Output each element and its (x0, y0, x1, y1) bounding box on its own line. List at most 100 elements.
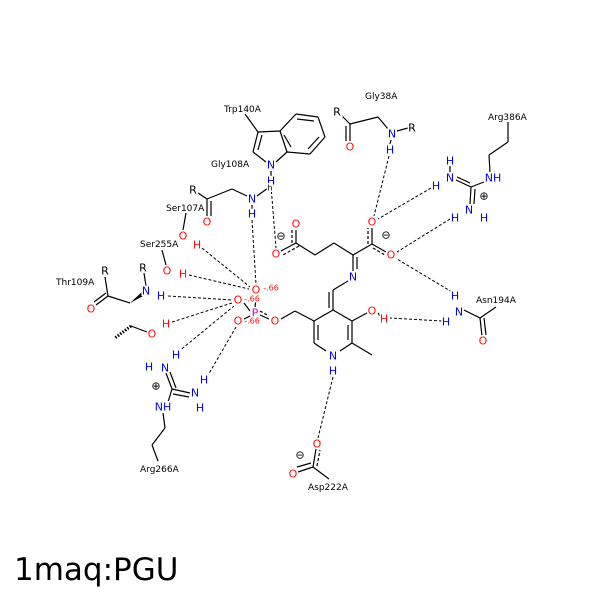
negative-charge-icon: ⊖ (381, 229, 390, 242)
bond (151, 444, 159, 462)
bond (296, 118, 315, 122)
bond (286, 151, 311, 155)
bond (469, 186, 472, 205)
bond (309, 136, 326, 155)
oxygen-atom: O (387, 249, 396, 262)
hydrogen-atom: H (432, 180, 440, 193)
hydrogen-bond-line (270, 185, 277, 249)
r-group: R (139, 262, 147, 275)
hydrogen-atom: H (380, 313, 388, 326)
hydrogen-bond-line (177, 305, 235, 353)
resonance-bond (372, 247, 386, 256)
hydrogen-atom: H (162, 318, 170, 331)
residue-label-ser255a: Ser255A (140, 240, 179, 250)
bond (312, 448, 317, 468)
bond (259, 314, 270, 320)
hydrogen-atom: H (179, 268, 187, 281)
hydrogen-atom: H (329, 365, 337, 378)
bond (332, 309, 353, 322)
bond (313, 309, 334, 322)
bond (351, 312, 368, 322)
partial-charge-label: -.66 (244, 317, 260, 326)
bond (275, 151, 288, 163)
oxygen-atom: O (271, 315, 280, 328)
r-group: R (408, 122, 416, 135)
hydrogen-atom: H (451, 290, 459, 303)
bond (456, 176, 471, 184)
bond (479, 306, 497, 319)
bond (167, 388, 173, 403)
nitrogen-atom: NH (485, 172, 502, 185)
bond (455, 179, 472, 188)
hydrogen-bond-line (201, 247, 251, 288)
oxygen-atom: O (368, 216, 377, 229)
bond (243, 302, 251, 312)
nitrogen-atom: N (388, 128, 396, 141)
bond (279, 113, 297, 132)
hydrogen-bond-line (251, 219, 257, 285)
bond (371, 243, 387, 253)
residue-label-arg266a: Arg266A (140, 465, 180, 475)
oxygen-atom: O (234, 294, 243, 307)
bond (104, 276, 109, 297)
positive-charge-icon: ⊕ (479, 190, 488, 203)
bond (483, 317, 487, 336)
bond (280, 242, 297, 252)
bond (307, 136, 320, 150)
residue-labels: Trp140A Gly38A Arg386A Gly108A Ser107A S… (55, 92, 528, 493)
bond (257, 130, 281, 133)
bond (172, 393, 190, 398)
residue-label-asn194a: Asn194A (476, 296, 517, 306)
bond (332, 280, 349, 291)
bond (231, 188, 248, 197)
hydrogen-atom: H (193, 239, 201, 252)
hydrogen-atom: h (267, 184, 272, 193)
hashed-bond (114, 324, 132, 340)
hydrogen-bond-line (317, 376, 334, 439)
residue-label-asp222a: Asp222A (308, 483, 349, 493)
bond (162, 412, 166, 429)
bond (252, 131, 259, 153)
bond (254, 295, 257, 309)
bond (396, 127, 409, 132)
positive-charge-icon: ⊕ (151, 380, 160, 393)
page-title: 1maq:PGU (14, 552, 179, 588)
bond (479, 317, 483, 337)
hydrogen-atom: H (480, 212, 488, 225)
partial-charge-label: -.66 (263, 284, 279, 293)
resonance-bond (316, 449, 321, 467)
oxygen-atom: O (289, 468, 298, 481)
bond (161, 249, 167, 266)
bond (389, 139, 392, 145)
nitrogen-atom: N (446, 172, 454, 185)
r-group: R (333, 106, 341, 119)
bond (488, 154, 491, 173)
hydrogen-bond-line (167, 295, 233, 301)
bond (93, 292, 107, 303)
bond (171, 388, 191, 394)
nitrogen-atom: N (349, 271, 357, 284)
residue-label-gly108a: Gly108A (211, 160, 250, 170)
bond (280, 310, 296, 320)
nitrogen-atom: N (329, 350, 337, 363)
bond (256, 187, 269, 197)
hydrogen-bond-line (373, 155, 390, 217)
resonance-bond (259, 310, 270, 317)
oxygen-atom: O (479, 335, 488, 348)
bonds (93, 113, 509, 480)
bond (313, 342, 327, 352)
bond (295, 242, 316, 256)
negative-charge-icon: ⊖ (276, 230, 285, 243)
hydrogen-atom: H (386, 144, 394, 157)
bond (95, 295, 109, 306)
bond (244, 113, 259, 133)
bond (294, 310, 315, 322)
bond (339, 342, 353, 352)
bond (352, 243, 373, 256)
bond (377, 312, 381, 317)
bond (252, 151, 267, 163)
oxygen-atom: O (203, 216, 212, 229)
